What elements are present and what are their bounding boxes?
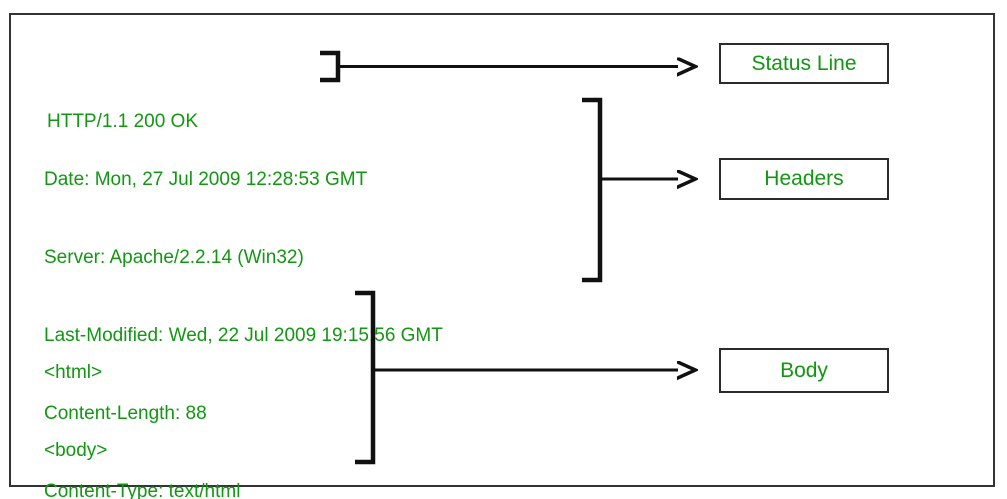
status-line-row: HTTP/1.1 200 OK xyxy=(47,111,199,132)
label-box-body: Body xyxy=(719,348,889,393)
headers-text-block: Date: Mon, 27 Jul 2009 12:28:53 GMT Serv… xyxy=(44,115,443,499)
body-row-body-open: <body> xyxy=(44,440,108,461)
header-row-date: Date: Mon, 27 Jul 2009 12:28:53 GMT xyxy=(44,169,368,190)
label-box-body-text: Body xyxy=(780,358,828,382)
header-row-content-type: Content-Type: text/html xyxy=(44,481,241,499)
header-row-content-length: Content-Length: 88 xyxy=(44,403,207,424)
label-box-status-line: Status Line xyxy=(719,43,889,84)
status-line-text-block: HTTP/1.1 200 OK xyxy=(47,57,198,187)
diagram-outer-frame xyxy=(9,13,995,487)
body-row-html-open: <html> xyxy=(44,362,103,383)
label-box-status-line-text: Status Line xyxy=(751,51,857,75)
header-row-last-modified: Last-Modified: Wed, 22 Jul 2009 19:15:56… xyxy=(44,325,443,346)
label-box-headers-text: Headers xyxy=(764,167,844,190)
body-text-block: <html> <body> <h1>Hello, World!</h1> </b… xyxy=(44,308,244,499)
label-box-headers: Headers xyxy=(719,158,889,200)
header-row-server: Server: Apache/2.2.14 (Win32) xyxy=(44,247,304,268)
